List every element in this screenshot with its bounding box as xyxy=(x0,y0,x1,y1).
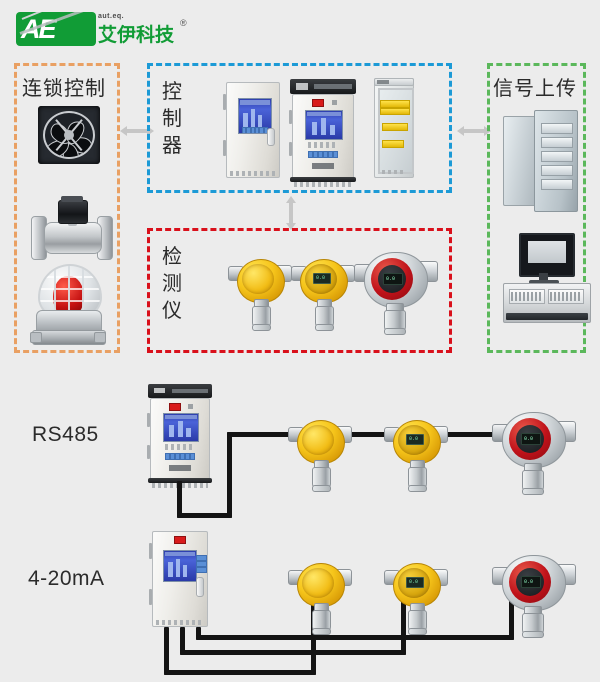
logo-company-name: 艾伊科技 xyxy=(98,24,175,46)
group-label-controller: 控制器 xyxy=(162,79,182,157)
ma-wire-2-up xyxy=(401,582,406,655)
ma-wall-control-cabinet-icon xyxy=(149,531,208,627)
connector-controller-to-detector xyxy=(282,194,300,232)
group-label-interlock-control: 连锁控制 xyxy=(22,76,106,100)
ma-wire-2-down xyxy=(180,627,185,655)
group-controller xyxy=(147,63,452,193)
ma-wire-3-down xyxy=(196,627,201,640)
group-label-detector: 检测仪 xyxy=(162,244,182,322)
rs485-wire-bottom xyxy=(177,513,232,518)
yellow-detector-plain-icon xyxy=(228,254,292,332)
rs485-wire-bus-3 xyxy=(447,432,509,437)
group-label-signal-upload: 信号上传 xyxy=(493,76,577,100)
logo-tagline: aut.eq. xyxy=(98,13,125,20)
ma-detector-1-icon xyxy=(288,558,352,636)
brand-logo: AE aut.eq. 艾伊科技 ® xyxy=(16,8,196,52)
wiring-label-rs485: RS485 xyxy=(32,423,99,446)
rs485-wire-down xyxy=(177,481,182,518)
rs485-wire-up xyxy=(227,432,232,518)
wall-control-cabinet-icon xyxy=(223,82,280,178)
connector-interlock-to-controller xyxy=(118,122,156,140)
group-interlock-control xyxy=(14,63,120,353)
panel-controller-icon xyxy=(289,79,356,187)
ma-wire-1-horizontal xyxy=(164,670,316,675)
red-detector-display-icon: 0.0 xyxy=(354,248,438,335)
rs485-panel-controller-icon xyxy=(147,384,212,488)
ma-wire-3-horizontal xyxy=(196,635,514,640)
logo-mark-icon: AE xyxy=(16,12,96,46)
rs485-detector-3-icon: 0.0 xyxy=(492,408,576,495)
ma-wire-3-up xyxy=(509,575,514,640)
ma-wire-1-down xyxy=(164,627,169,675)
wiring-label-4-20ma: 4-20mA xyxy=(28,567,105,590)
rs485-detector-2-icon: 0.0 xyxy=(384,415,448,493)
ma-detector-3-icon: 0.0 xyxy=(492,551,576,638)
ma-wire-2-horizontal xyxy=(180,650,406,655)
industrial-pc-icon xyxy=(503,233,591,323)
rs485-wire-bus-2 xyxy=(340,432,398,437)
connector-controller-to-upload xyxy=(455,122,493,140)
rs485-wire-bus-1 xyxy=(227,432,297,437)
alarm-beacon-icon xyxy=(30,262,106,346)
rs485-detector-1-icon xyxy=(288,415,352,493)
yellow-detector-display-icon: 0.0 xyxy=(291,254,355,332)
rack-cabinet-icon xyxy=(374,78,414,178)
exhaust-fan-icon xyxy=(38,106,100,164)
registered-trademark-icon: ® xyxy=(180,18,187,28)
group-signal-upload xyxy=(487,63,586,353)
group-detector xyxy=(147,228,452,353)
solenoid-valve-icon xyxy=(28,196,116,262)
server-cabinet-icon xyxy=(503,110,579,212)
ma-detector-2-icon: 0.0 xyxy=(384,558,448,636)
